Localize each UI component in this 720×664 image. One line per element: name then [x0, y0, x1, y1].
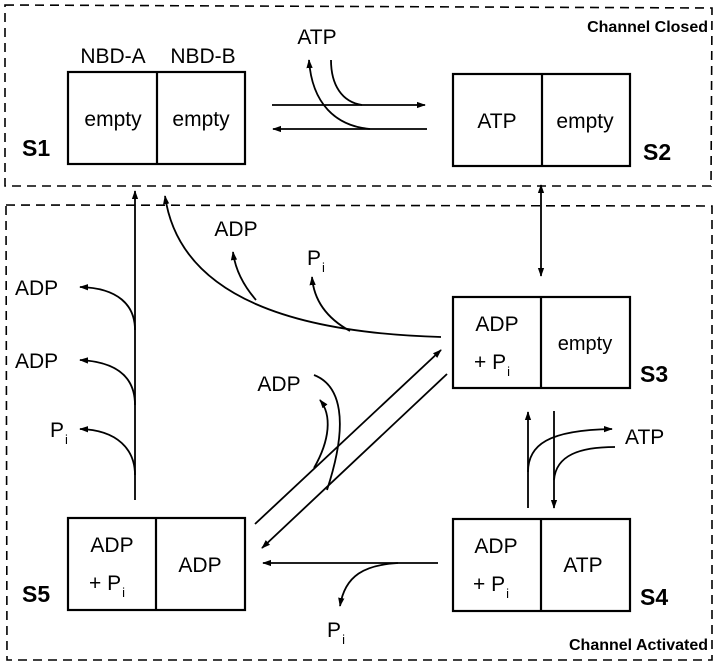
s5-s1-pi-label: Pi [50, 419, 68, 447]
s3-nbd-b: empty [558, 333, 612, 355]
s1-nbd-a: empty [84, 108, 142, 131]
s3-to-s5-arrow [261, 373, 448, 549]
nbd-a-header: NBD-A [80, 45, 145, 68]
s3-s5-adp-label: ADP [257, 373, 300, 396]
atp-release-arrow-s4 [527, 425, 613, 473]
state-s1: empty empty S1 [22, 70, 247, 166]
s5-label: S5 [22, 581, 50, 607]
adp-release-arrow-s5 [313, 399, 329, 469]
atp-binding-arrow-s4 [553, 446, 616, 481]
s4-s5-pi-label: Pi [327, 619, 345, 647]
s1-s2-atp-label: ATP [297, 26, 336, 49]
state-s5: ADP + Pi ADP S5 [22, 516, 247, 612]
channel-activated-label: Channel Activated [569, 637, 708, 654]
channel-closed-region [4, 4, 713, 187]
s2-nbd-b: empty [556, 110, 614, 133]
s4-nbd-a-line1: ADP [474, 535, 517, 558]
state-s2: ATP empty S2 [451, 72, 671, 168]
state-s4: ADP + Pi ATP S4 [451, 517, 668, 613]
s3-nbd-a-line1: ADP [475, 313, 518, 336]
s5-nbd-b: ADP [178, 554, 221, 577]
s3-s4-transition: ATP [524, 411, 664, 509]
s1-label: S1 [22, 135, 50, 161]
s5-s1-transition: ADP ADP Pi [15, 190, 139, 500]
adp-binding-arrow-s5 [313, 374, 341, 491]
s5-s1-adp2-label: ADP [15, 350, 58, 373]
s3-to-s1-arrow [163, 195, 442, 338]
s3-nbd-a-line2: + Pi [474, 351, 510, 379]
s3-label: S3 [640, 361, 668, 387]
state-s3: ADP + Pi empty S3 [451, 295, 668, 390]
pi-release-arrow-s4 [338, 562, 399, 607]
s3-s1-transition: ADP Pi [163, 195, 442, 338]
pi-release-arrow [309, 276, 351, 332]
nbd-b-header: NBD-B [170, 45, 235, 68]
s3-s1-adp-label: ADP [214, 218, 257, 241]
channel-activated-region [5, 204, 713, 661]
s4-s5-transition: Pi [262, 559, 438, 647]
s3-s5-transition: ADP [254, 349, 448, 549]
s4-nbd-a-line2: + Pi [473, 573, 509, 601]
s2-label: S2 [643, 139, 671, 165]
pi-release-arrow-s5 [79, 426, 136, 476]
adp-release-arrow [230, 251, 257, 301]
adp-release-arrow-1 [79, 284, 136, 331]
s5-nbd-a-line2: + Pi [89, 572, 125, 600]
s1-s2-transition: ATP [272, 26, 427, 133]
s1-nbd-b: empty [172, 108, 230, 131]
s5-to-s3-arrow [254, 349, 442, 525]
s4-label: S4 [640, 584, 668, 610]
s4-nbd-b: ATP [563, 554, 602, 577]
atp-binding-arrow [330, 59, 363, 106]
s3-s4-atp-label: ATP [625, 426, 664, 449]
s5-nbd-a-line1: ADP [90, 534, 133, 557]
s2-nbd-a: ATP [477, 110, 516, 133]
s3-s1-pi-label: Pi [307, 247, 325, 275]
channel-closed-label: Channel Closed [587, 19, 708, 36]
atp-release-arrow [306, 59, 371, 130]
adp-release-arrow-2 [79, 357, 136, 406]
s5-s1-adp1-label: ADP [15, 277, 58, 300]
